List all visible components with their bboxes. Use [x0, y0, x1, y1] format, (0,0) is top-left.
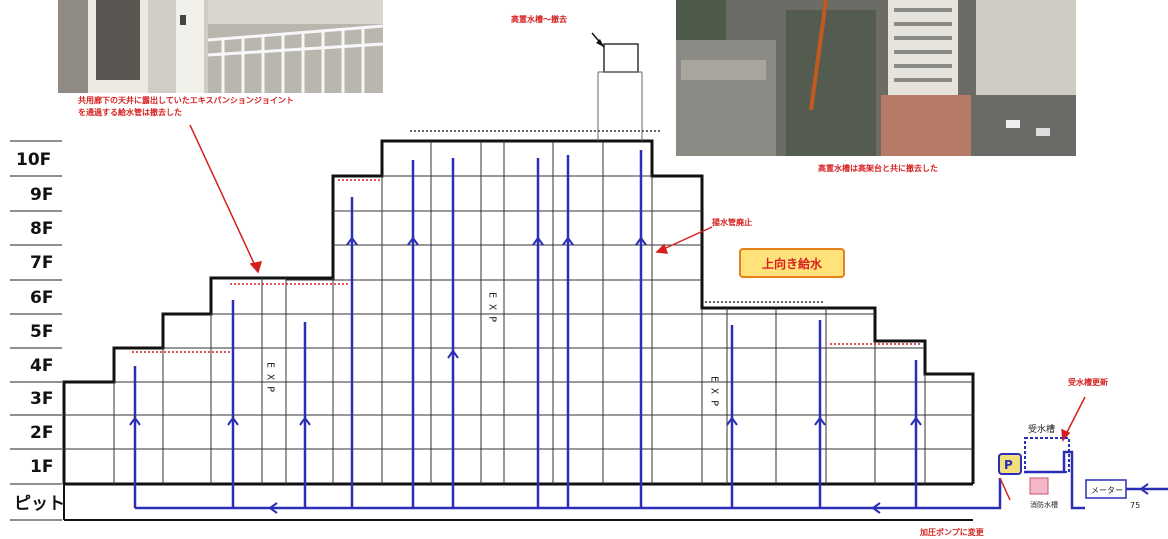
booster-pump-note: 加圧ポンプに変更: [919, 527, 985, 537]
floor-label-1f: 1F: [30, 457, 53, 477]
fire-tank: [1029, 477, 1049, 495]
fire-tank-label: 消防水槽: [1030, 500, 1058, 509]
corridor-note-line2: を通過する給水管は撤去した: [78, 108, 182, 117]
elevated-tank: [591, 32, 643, 141]
floor-label-pit: ピット: [14, 494, 65, 514]
floor-label-3f: 3F: [30, 389, 53, 409]
floor-label-9f: 9F: [30, 185, 53, 205]
receiving-tank-update-note: 受水槽更新: [1068, 377, 1108, 387]
exp-label-center: E X P: [487, 292, 498, 322]
pipe-size-label: 75: [1130, 501, 1140, 510]
elevated-tank-note: 高置水槽は高架台と共に撤去した: [818, 163, 938, 173]
building-outline: [62, 139, 975, 521]
floor-label-2f: 2F: [30, 423, 53, 443]
corridor-photo: [58, 0, 383, 93]
receiving-tank: [1024, 437, 1070, 473]
floor-label-4f: 4F: [30, 356, 53, 376]
meter-label: メーター: [1091, 486, 1123, 495]
receiving-tank-label: 受水槽: [1028, 423, 1055, 435]
corridor-note-line1: 共用廊下の天井に露出していたエキスパンションジョイント: [78, 96, 294, 105]
corridor-note: 共用廊下の天井に露出していたエキスパンションジョイント を通過する給水管は撤去し…: [74, 93, 384, 121]
floor-label-7f: 7F: [30, 253, 53, 273]
floor-grid: [64, 141, 973, 484]
upward-supply-badge: 上向き給水: [739, 248, 845, 278]
removed-tank-marks: [410, 130, 825, 303]
meter-box: [1085, 479, 1127, 499]
removed-pipe-marks: [132, 179, 922, 353]
floor-label-6f: 6F: [30, 288, 53, 308]
floor-label-5f: 5F: [30, 322, 53, 342]
booster-pump: [998, 453, 1022, 475]
exp-label-left: E X P: [265, 362, 276, 392]
riser-stop-note: 揚水管廃止: [712, 217, 752, 227]
aerial-photo: [676, 0, 1076, 156]
flow-arrows: [129, 236, 1149, 514]
elevated-tank-removed-note: 高置水槽～撤去: [511, 14, 567, 24]
callout-arrows: [189, 124, 1086, 501]
floor-label-10f: 10F: [16, 150, 51, 170]
pump-symbol: P: [1004, 458, 1013, 472]
floor-label-column: 10F 9F 8F 7F 6F 5F 4F 3F 2F 1F ピット: [10, 140, 65, 521]
floor-label-8f: 8F: [30, 219, 53, 239]
exp-label-right: E X P: [709, 376, 720, 406]
